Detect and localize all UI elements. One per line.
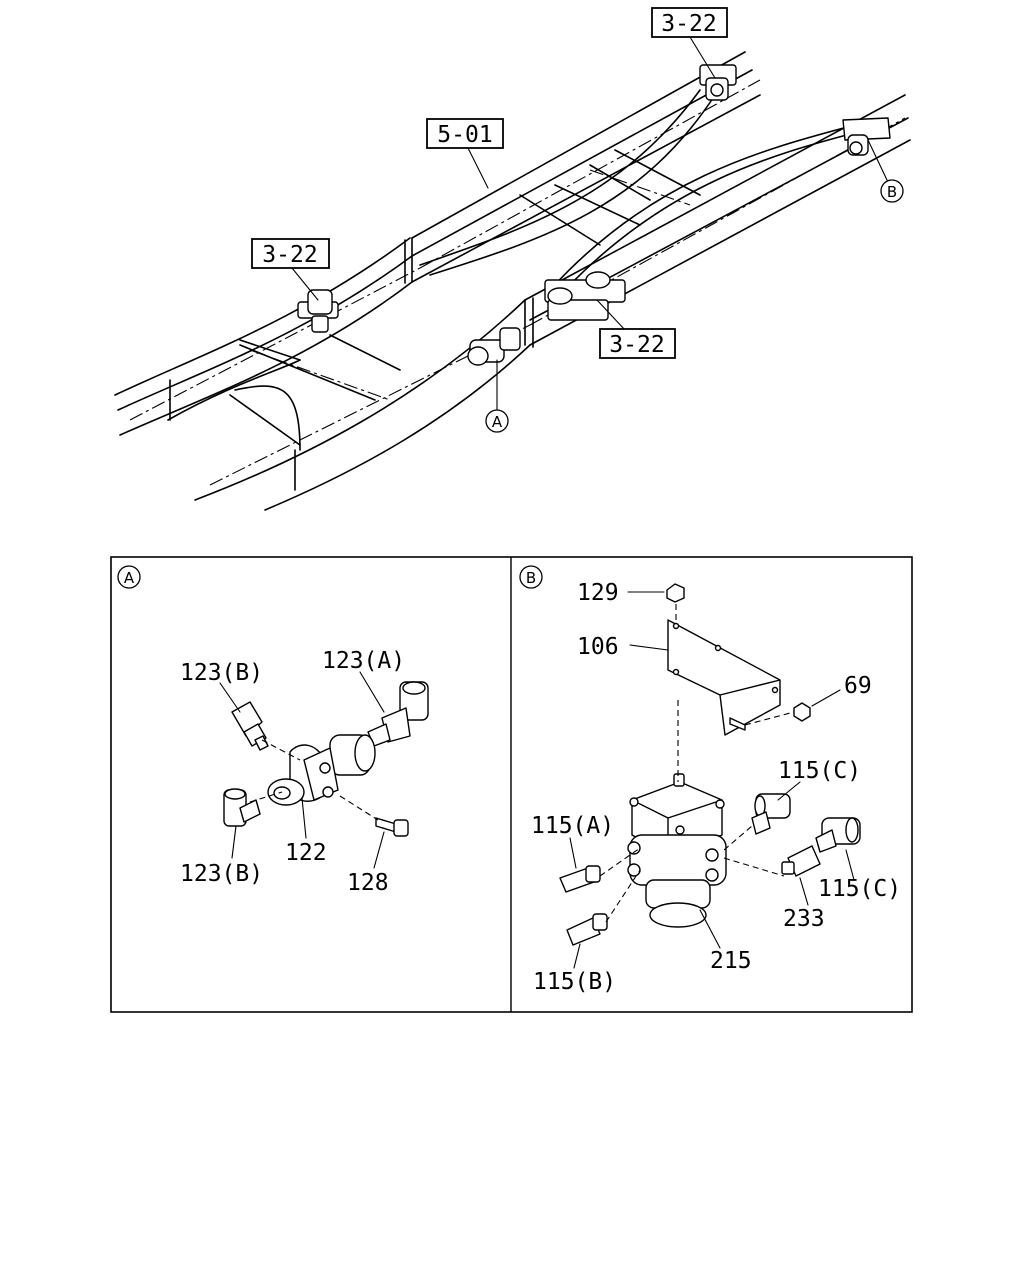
svg-text:B: B (526, 569, 536, 587)
chassis-frame-drawing (114, 36, 911, 511)
label-233: 233 (783, 906, 825, 932)
bolt-128-icon (375, 817, 409, 837)
svg-text:3-22: 3-22 (262, 242, 317, 268)
relay-valve-215-icon (627, 773, 727, 928)
callout-b[interactable]: B (880, 179, 904, 203)
brake-valve-top-icon (699, 64, 737, 101)
svg-text:3-22: 3-22 (609, 332, 664, 358)
ref-box-middle[interactable]: 3-22 (599, 328, 676, 359)
svg-text:5-01: 5-01 (437, 122, 492, 148)
panel-b-leaders (569, 591, 855, 969)
label-129: 129 (577, 580, 619, 606)
label-115c-top: 115(C) (778, 758, 861, 784)
svg-text:B: B (887, 183, 897, 201)
callout-a[interactable]: A (485, 409, 509, 433)
label-69: 69 (844, 673, 872, 699)
elbow-fitting-123b-bottom-icon (223, 788, 261, 827)
label-106: 106 (577, 634, 619, 660)
svg-text:A: A (124, 569, 135, 587)
label-115a: 115(A) (531, 813, 614, 839)
detail-panels-frame (110, 556, 913, 1013)
label-215: 215 (710, 948, 752, 974)
fitting-115c-right-icon (815, 817, 861, 853)
label-123b-top: 123(B) (180, 660, 263, 686)
component-a-icon (467, 327, 521, 366)
valve-body-122-icon (267, 734, 376, 806)
panel-b-marker: B (519, 565, 543, 589)
panel-a-parts (223, 681, 429, 837)
elbow-fitting-123a-icon (367, 681, 429, 747)
nut-129-icon (666, 583, 685, 603)
label-122: 122 (285, 840, 327, 866)
ref-box-left[interactable]: 3-22 (251, 238, 330, 269)
fitting-115c-top-icon (751, 793, 791, 835)
panel-a-leaders (219, 671, 385, 869)
nut-69-icon (793, 702, 811, 722)
svg-text:A: A (492, 413, 503, 431)
bracket-106-icon (667, 619, 781, 736)
label-123a: 123(A) (322, 648, 405, 674)
label-115c-right: 115(C) (818, 876, 901, 902)
brake-valve-middle-icon (544, 271, 626, 321)
label-128: 128 (347, 870, 389, 896)
component-b-icon (842, 117, 891, 156)
svg-text:3-22: 3-22 (661, 11, 716, 37)
panel-a-marker: A (117, 565, 141, 589)
panel-b-parts (559, 583, 861, 946)
fitting-115a-icon (559, 865, 601, 893)
label-115b: 115(B) (533, 969, 616, 995)
brake-valve-left-icon (297, 289, 339, 333)
elbow-fitting-123b-top-icon (231, 701, 269, 751)
adapter-233-icon (781, 845, 821, 877)
ref-box-top[interactable]: 3-22 (651, 7, 728, 38)
fitting-115b-icon (566, 913, 608, 946)
ref-box-frame[interactable]: 5-01 (426, 118, 504, 149)
label-123b-bottom: 123(B) (180, 861, 263, 887)
